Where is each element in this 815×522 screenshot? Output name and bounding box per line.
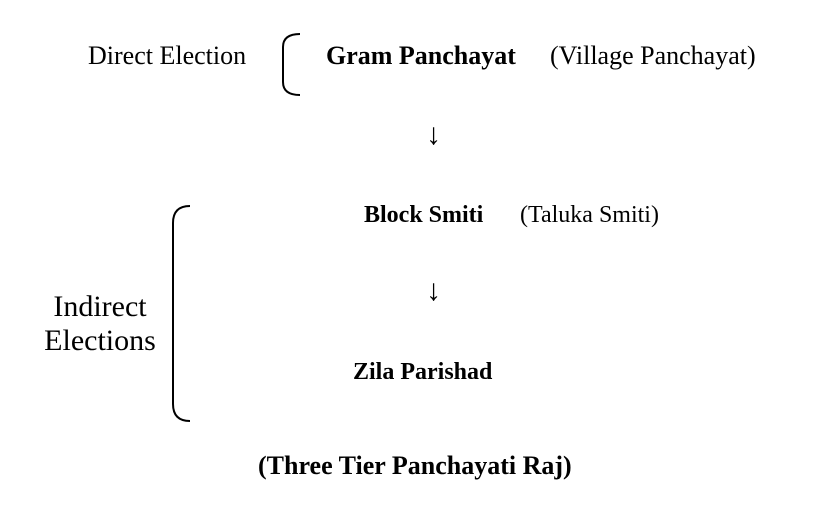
direct-election-bracket: [282, 33, 301, 96]
indirect-elections-bracket: [172, 205, 191, 422]
direct-election-label: Direct Election: [88, 41, 247, 70]
gram-panchayat-label: Gram Panchayat: [326, 41, 516, 70]
diagram-caption: (Three Tier Panchayati Raj): [258, 451, 572, 480]
down-arrow-icon: ↓: [426, 118, 441, 151]
village-panchayat-label: (Village Panchayat): [550, 41, 756, 70]
taluka-smiti-label: (Taluka Smiti): [520, 202, 659, 228]
down-arrow-icon: ↓: [426, 274, 441, 307]
indirect-elections-label: Indirect Elections: [33, 290, 167, 357]
block-smiti-label: Block Smiti: [364, 202, 484, 228]
indirect-label-line-2: Elections: [44, 323, 156, 357]
indirect-label-line-1: Indirect: [53, 290, 147, 323]
zila-parishad-label: Zila Parishad: [353, 359, 493, 385]
